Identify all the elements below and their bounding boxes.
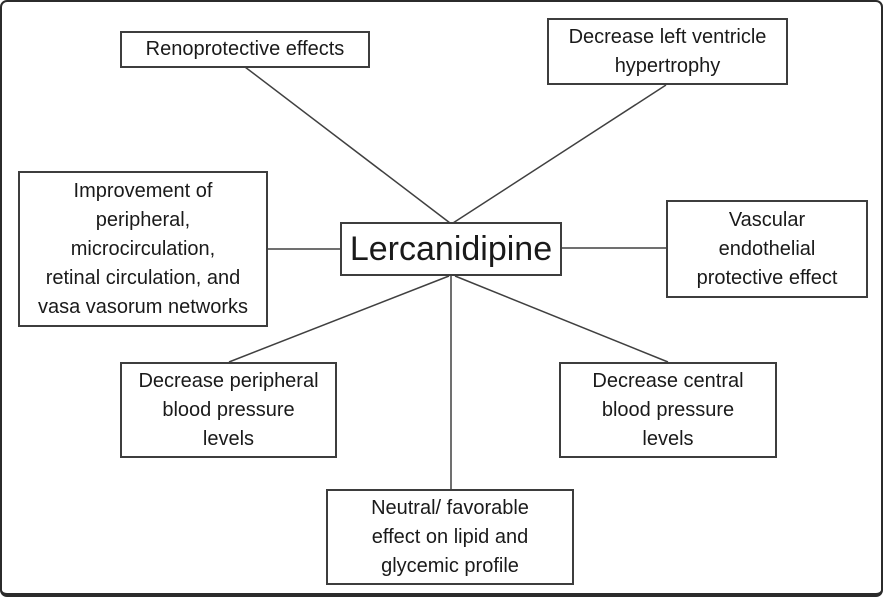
- node-label: effect on lipid and: [371, 525, 529, 548]
- node-renoprotective-effects: Renoprotective effects: [120, 31, 370, 68]
- node-label: hypertrophy: [614, 54, 721, 77]
- node-label: levels: [202, 427, 255, 450]
- node-label: Improvement of: [73, 179, 213, 202]
- node-label: protective effect: [696, 266, 838, 289]
- connector-lv-hypertrophy-to-center: [452, 84, 667, 224]
- node-improvement-circulation: Improvement of peripheral, microcirculat…: [18, 171, 268, 327]
- connector-renoprotective-to-center: [244, 66, 451, 224]
- node-label: Renoprotective effects: [145, 38, 345, 60]
- node-label: Decrease peripheral: [138, 369, 319, 392]
- node-label: retinal circulation, and: [45, 266, 241, 289]
- connector-center-to-central-bp: [454, 275, 669, 363]
- node-label: blood pressure: [601, 398, 735, 421]
- node-label: Neutral/ favorable: [371, 496, 529, 519]
- node-label: glycemic profile: [381, 554, 519, 577]
- node-label: microcirculation,: [70, 237, 216, 260]
- node-decrease-central-blood-pressure: Decrease central blood pressure levels: [559, 362, 777, 458]
- node-label: peripheral,: [95, 208, 191, 231]
- node-label: levels: [642, 427, 694, 450]
- node-label: Decrease central: [592, 369, 744, 392]
- node-lercanidipine-center: Lercanidipine: [340, 222, 562, 276]
- node-label: blood pressure: [162, 398, 295, 421]
- center-node-label: Lercanidipine: [349, 230, 553, 268]
- node-decrease-peripheral-blood-pressure: Decrease peripheral blood pressure level…: [120, 362, 337, 458]
- node-label: endothelial: [718, 237, 816, 260]
- connector-center-to-peripheral-bp: [228, 275, 450, 363]
- node-label: Decrease left ventricle: [568, 25, 767, 48]
- node-label: vasa vasorum networks: [37, 295, 249, 318]
- node-vascular-endothelial-protective-effect: Vascular endothelial protective effect: [666, 200, 868, 298]
- node-neutral-favorable-lipid-glycemic: Neutral/ favorable effect on lipid and g…: [326, 489, 574, 585]
- node-label: Vascular: [728, 208, 806, 231]
- node-decrease-left-ventricle-hypertrophy: Decrease left ventricle hypertrophy: [547, 18, 788, 85]
